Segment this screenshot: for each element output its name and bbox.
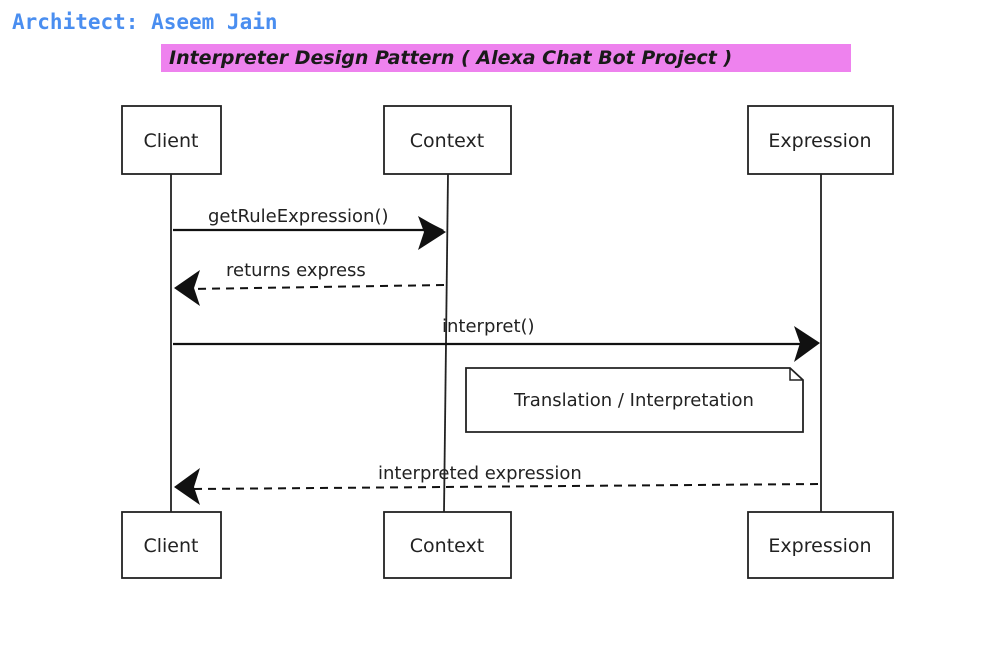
- participant-label: Context: [410, 130, 484, 152]
- message-getruleexpression: getRuleExpression(): [173, 206, 446, 250]
- participant-expression-top: Expression: [747, 105, 894, 175]
- note-label: Translation / Interpretation: [513, 390, 754, 411]
- participant-label: Expression: [768, 130, 871, 152]
- note-translation: Translation / Interpretation: [465, 367, 804, 433]
- participant-client-bottom: Client: [121, 511, 222, 579]
- participant-label: Expression: [768, 535, 871, 557]
- message-label: interpret(): [442, 316, 535, 337]
- participant-context-bottom: Context: [383, 511, 512, 579]
- message-interpret: interpret(): [173, 316, 820, 362]
- message-label: interpreted expression: [378, 463, 582, 484]
- message-label: returns express: [226, 260, 366, 281]
- author-label: Architect: Aseem Jain: [12, 10, 278, 34]
- participant-label: Context: [410, 535, 484, 557]
- participant-label: Client: [143, 535, 198, 557]
- participant-label: Client: [143, 130, 198, 152]
- diagram-title: Interpreter Design Pattern ( Alexa Chat …: [161, 44, 851, 72]
- participant-expression-bottom: Expression: [747, 511, 894, 579]
- message-interpreted-expression: interpreted expression: [174, 463, 819, 505]
- message-returns-express: returns express: [174, 260, 445, 306]
- participant-client-top: Client: [121, 105, 222, 175]
- message-label: getRuleExpression(): [208, 206, 389, 227]
- participant-context-top: Context: [383, 105, 512, 175]
